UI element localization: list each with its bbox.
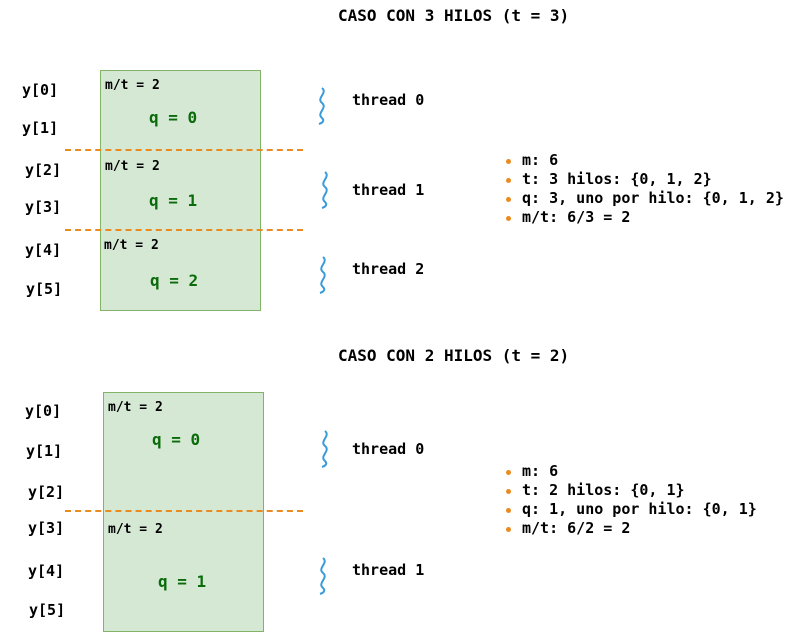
case3-seg2-q: q = 2 (150, 271, 199, 290)
case2-thread-1-label: thread 1 (352, 561, 425, 579)
case3-y2-label: y[2] (25, 161, 62, 179)
bullet-dot-icon (506, 159, 511, 164)
case3-seg1-mt: m/t = 2 (105, 159, 160, 174)
case3-seg0-mt: m/t = 2 (105, 78, 160, 93)
case2-y0-label: y[0] (25, 402, 62, 420)
case2-bullet-q-text: q: 1, uno por hilo: {0, 1} (522, 500, 757, 518)
case3-seg0-q: q = 0 (149, 108, 198, 127)
case2-seg1-mt: m/t = 2 (108, 522, 163, 537)
case2-divider-1 (65, 510, 303, 512)
case2-summary-list: m: 6 t: 2 hilos: {0, 1} q: 1, uno por hi… (506, 462, 757, 538)
case3-y3-label: y[3] (25, 198, 62, 216)
case2-bullet-m-text: m: 6 (522, 462, 559, 480)
case3-y4-label: y[4] (25, 241, 62, 259)
case2-thread-0-label: thread 0 (352, 440, 425, 458)
wavy-thread-icon (319, 256, 326, 294)
case3-seg2-mt: m/t = 2 (104, 238, 159, 253)
wavy-thread-icon (321, 430, 328, 468)
bullet-dot-icon (506, 197, 511, 202)
case2-y4-label: y[4] (28, 562, 65, 580)
case3-bullet-mt-text: m/t: 6/3 = 2 (522, 208, 631, 226)
bullet-dot-icon (506, 216, 511, 221)
case3-bullet-m: m: 6 (506, 151, 784, 170)
case2-seg1-q: q = 1 (158, 572, 207, 591)
case2-bullet-q: q: 1, uno por hilo: {0, 1} (506, 500, 757, 519)
case3-divider-1 (65, 149, 303, 151)
case3-title: CASO CON 3 HILOS (t = 3) (338, 6, 570, 25)
case2-y1-label: y[1] (26, 442, 63, 460)
case2-bullet-m: m: 6 (506, 462, 757, 481)
case3-y5-label: y[5] (26, 280, 63, 298)
case3-divider-2 (65, 229, 303, 231)
case3-thread-2-label: thread 2 (352, 260, 425, 278)
case2-array-block (103, 392, 264, 632)
case2-title: CASO CON 2 HILOS (t = 2) (338, 346, 570, 365)
case3-bullet-q: q: 3, uno por hilo: {0, 1, 2} (506, 189, 784, 208)
case3-bullet-q-text: q: 3, uno por hilo: {0, 1, 2} (522, 189, 784, 207)
case3-bullet-t: t: 3 hilos: {0, 1, 2} (506, 170, 784, 189)
wavy-thread-icon (318, 87, 325, 125)
case2-bullet-t: t: 2 hilos: {0, 1} (506, 481, 757, 500)
case3-thread-0-label: thread 0 (352, 91, 425, 109)
case3-y0-label: y[0] (22, 81, 59, 99)
case3-seg1-q: q = 1 (149, 191, 198, 210)
case2-y3-label: y[3] (28, 519, 65, 537)
case2-y5-label: y[5] (29, 601, 66, 619)
wavy-thread-icon (321, 171, 328, 209)
bullet-dot-icon (506, 470, 511, 475)
bullet-dot-icon (506, 527, 511, 532)
case3-thread-1-label: thread 1 (352, 181, 425, 199)
case2-bullet-mt: m/t: 6/2 = 2 (506, 519, 757, 538)
case2-seg0-mt: m/t = 2 (108, 400, 163, 415)
case3-y1-label: y[1] (22, 119, 59, 137)
case2-bullet-t-text: t: 2 hilos: {0, 1} (522, 481, 685, 499)
case3-bullet-mt: m/t: 6/3 = 2 (506, 208, 784, 227)
bullet-dot-icon (506, 489, 511, 494)
bullet-dot-icon (506, 178, 511, 183)
case2-seg0-q: q = 0 (152, 430, 201, 449)
case2-bullet-mt-text: m/t: 6/2 = 2 (522, 519, 631, 537)
case3-array-block (100, 70, 261, 311)
bullet-dot-icon (506, 508, 511, 513)
case2-y2-label: y[2] (28, 483, 65, 501)
case3-bullet-t-text: t: 3 hilos: {0, 1, 2} (522, 170, 712, 188)
case3-summary-list: m: 6 t: 3 hilos: {0, 1, 2} q: 3, uno por… (506, 151, 784, 227)
wavy-thread-icon (319, 557, 326, 595)
case3-bullet-m-text: m: 6 (522, 151, 559, 169)
